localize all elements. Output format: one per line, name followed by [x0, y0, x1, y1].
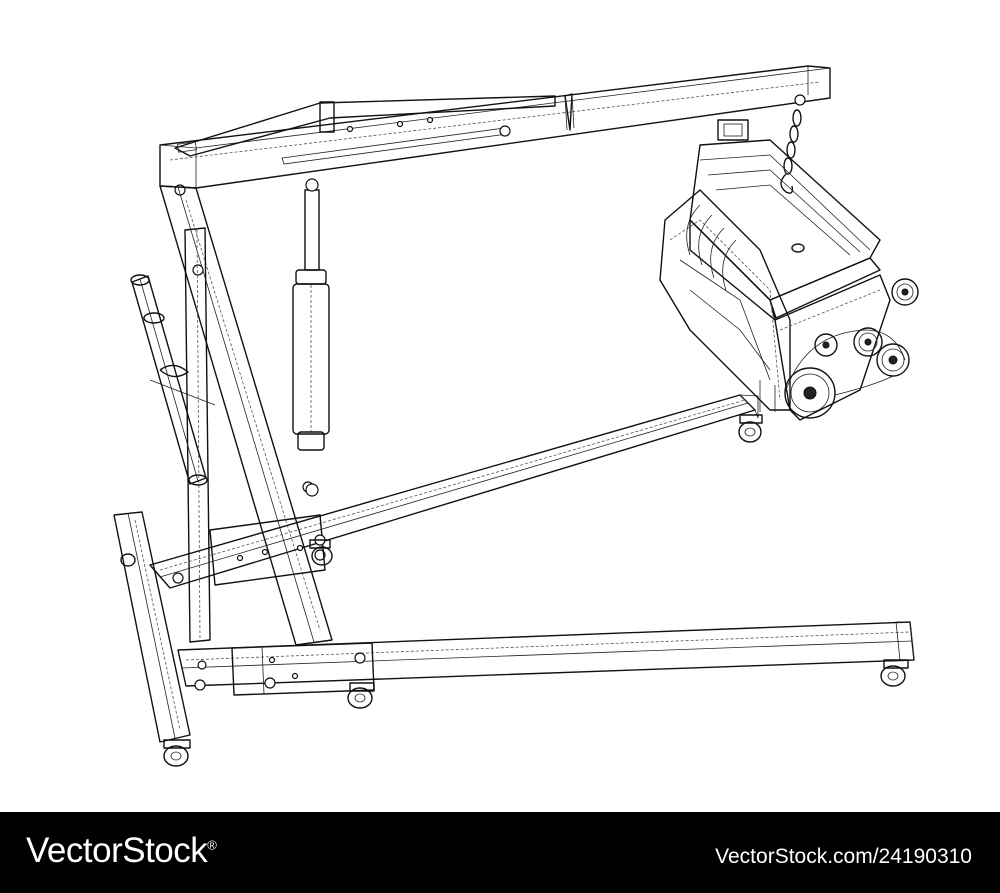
caster-wheel — [120, 553, 136, 567]
water-pump-pulley — [853, 327, 883, 357]
caster-wheel — [738, 414, 763, 443]
boom-arm — [159, 65, 831, 196]
image-id-text: VectorStock.com/24190310 — [715, 845, 972, 868]
idler-pulley — [814, 333, 838, 357]
mast — [159, 185, 333, 646]
engine-block — [659, 119, 919, 421]
alternator-pulley — [876, 343, 910, 377]
caster-wheel — [880, 659, 909, 687]
registered-mark: ® — [207, 837, 217, 853]
caster-wheel — [163, 739, 191, 767]
engine-hoist-drawing — [113, 65, 919, 767]
lifting-chain — [780, 109, 802, 194]
caster-wheel — [309, 539, 333, 566]
watermark-footer: VectorStock® VectorStock.com/24190310 — [0, 812, 1000, 893]
hydraulic-ram — [292, 178, 330, 497]
base-cross-leg — [113, 511, 191, 743]
caster-wheels — [120, 414, 909, 767]
cam-pulley — [891, 278, 919, 306]
caster-wheel — [347, 682, 375, 709]
base-front-leg — [177, 621, 915, 696]
base-upper-leg — [149, 394, 759, 589]
brand-logo: VectorStock® — [26, 831, 217, 871]
pump-handle — [130, 274, 216, 486]
brand-name: VectorStock — [26, 831, 208, 870]
